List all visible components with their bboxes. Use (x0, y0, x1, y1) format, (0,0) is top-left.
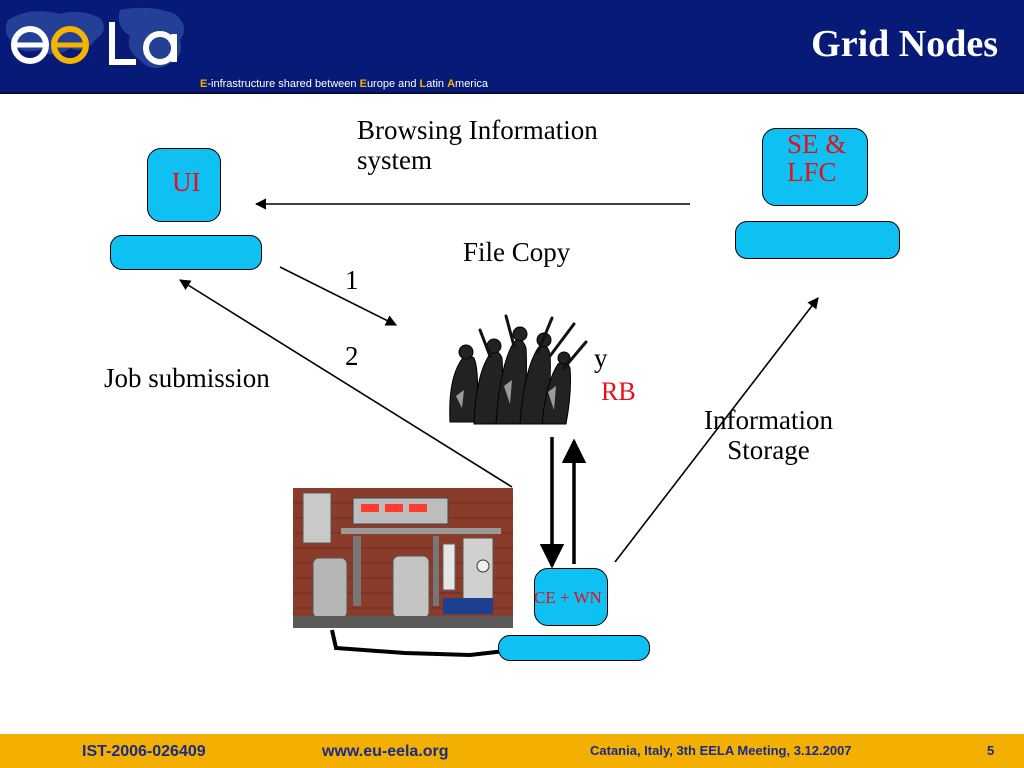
footer-bar: IST-2006-026409 www.eu-eela.org Catania,… (0, 734, 1024, 768)
se-lfc-node-base (735, 221, 900, 259)
ce-wn-label: CE + WN (534, 588, 602, 607)
header-banner: E-infrastructure shared between Europe a… (0, 0, 1024, 94)
rb-label: RB (601, 377, 636, 406)
machine-cable (330, 629, 506, 658)
computing-element-photo (293, 488, 513, 628)
resource-broker-crowd-image (449, 314, 588, 425)
ce-wn-node (534, 568, 608, 626)
file-copy-label: File Copy (463, 237, 571, 267)
se-lfc-label: SE &LFC (787, 129, 847, 188)
step-1-label: 1 (345, 265, 359, 295)
step-2-label: 2 (345, 341, 359, 371)
slide-title: Grid Nodes (811, 23, 998, 65)
meeting-info: Catania, Italy, 3th EELA Meeting, 3.12.2… (590, 743, 852, 758)
partial-y-label: y (594, 343, 608, 373)
eela-logo (0, 0, 200, 80)
tagline: E-infrastructure shared between Europe a… (200, 78, 489, 90)
project-id: IST-2006-026409 (82, 743, 206, 760)
ce-to-se-arrow (614, 297, 819, 563)
ui-node (147, 148, 221, 222)
se-lfc-node (762, 128, 868, 206)
job-submission-arrow (179, 279, 513, 488)
ui-to-rb-arrow (279, 266, 398, 326)
job-submission-label: Job submission (104, 363, 270, 393)
project-url[interactable]: www.eu-eela.org (322, 743, 449, 760)
ui-label: UI (172, 167, 201, 197)
page-number: 5 (987, 743, 995, 758)
ui-node-base (110, 235, 262, 270)
ce-wn-node-base (498, 635, 650, 661)
